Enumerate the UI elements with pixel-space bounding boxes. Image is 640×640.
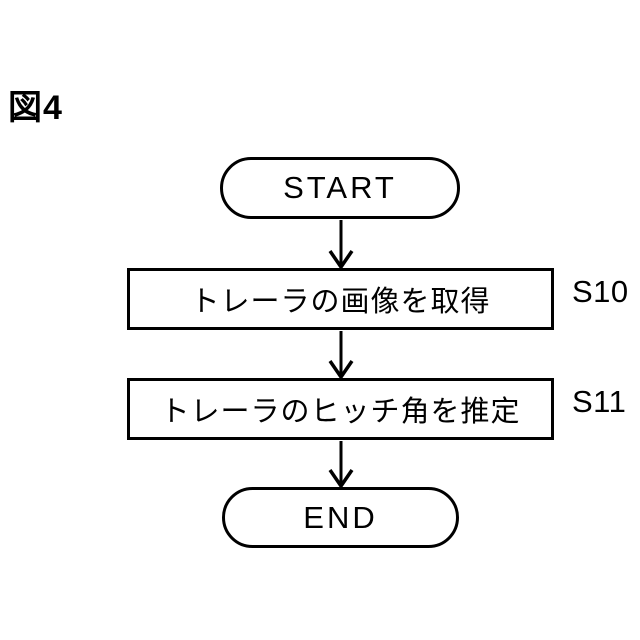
figure-number-label: 図4 bbox=[8, 89, 63, 127]
flowchart-end-node: END bbox=[222, 487, 459, 548]
arrow-s11-to-end-icon bbox=[328, 441, 354, 490]
start-node-label: START bbox=[283, 170, 397, 205]
end-node-label: END bbox=[303, 499, 378, 535]
step-label: トレーラの画像を取得 bbox=[190, 286, 491, 318]
flowchart-step-acquire-image: トレーラの画像を取得 bbox=[127, 268, 554, 330]
arrow-s10-to-s11-icon bbox=[328, 331, 354, 381]
flowchart-step-estimate-hitch-angle: トレーラのヒッチ角を推定 bbox=[127, 378, 554, 440]
flowchart-start-node: START bbox=[220, 157, 460, 219]
step-id-s11: S11 bbox=[572, 384, 627, 419]
step-label: トレーラのヒッチ角を推定 bbox=[160, 396, 521, 428]
arrow-start-to-s10-icon bbox=[328, 220, 354, 271]
step-id-s10: S10 bbox=[572, 274, 629, 309]
